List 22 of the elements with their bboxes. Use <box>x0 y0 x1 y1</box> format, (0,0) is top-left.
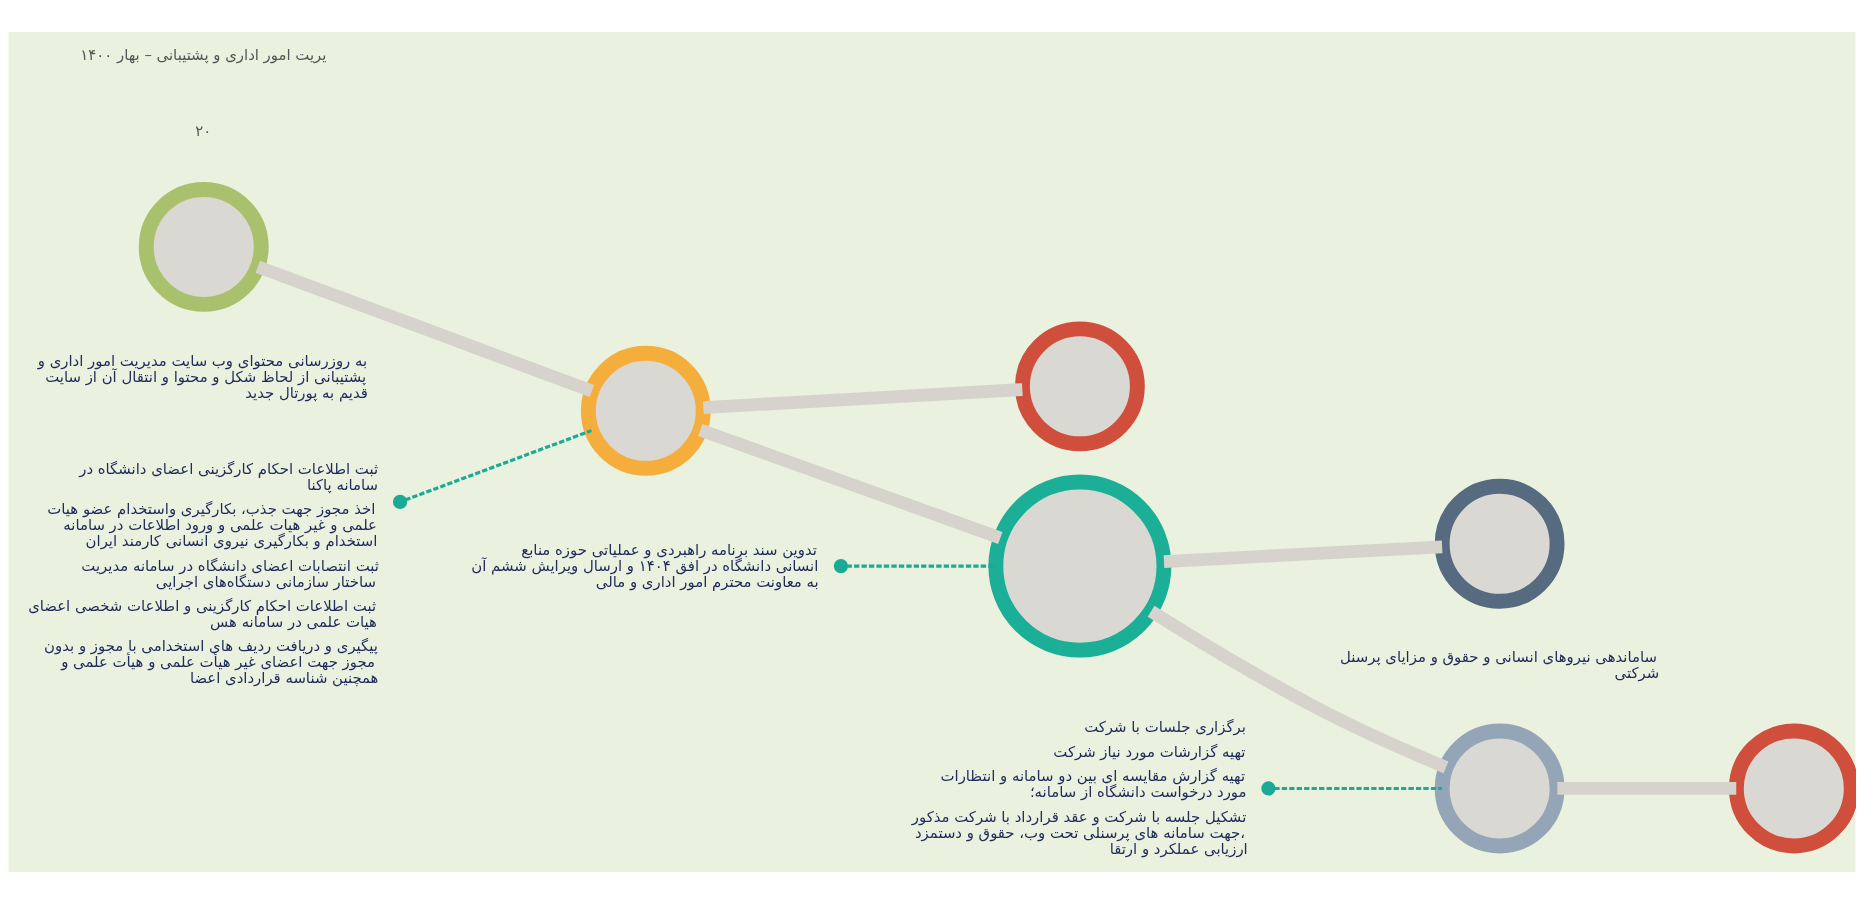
connector <box>1163 539 1443 568</box>
connector <box>1147 605 1449 773</box>
label: ۲۰ <box>195 121 212 140</box>
node-circle <box>580 345 711 476</box>
node-text: تدوین سند برنامه راهبردی و عملیاتی حوزه منابع انسانی دانشگاه در افق ۱۴۰۴ و ارسال ویرایش ششم آن به معاونت محترم امور اداری و مالی <box>471 540 819 591</box>
node-circle <box>138 181 269 312</box>
node-text: برگزاری جلسات با شرکت تهیه گزارشات مورد نیاز شرکت تهیه گزارش مقایسه ای بین دو سامانه و انتظارات مورد درخواست دانشگاه از سامانه؛ تشکیل جلسه با شرکت و عقد قرارداد با شرکت مذکور جهت سامانه های پرسنلی تحت وب، حقوق و دستمزد، ارزیابی عملکرد و ارتقا <box>911 717 1248 858</box>
connector <box>702 382 1023 414</box>
node-circle <box>1728 723 1856 853</box>
node-circle <box>1434 723 1565 853</box>
node-label: ساماندهی نیروهای انسانی و حقوق و مزایای پرسنل شرکتی <box>1340 647 1660 682</box>
connector <box>698 423 1003 544</box>
node-circle <box>1015 320 1145 451</box>
label: یریت امور اداری و پشتیبانی – بهار ۱۴۰۰ <box>80 45 327 64</box>
connector <box>392 428 592 509</box>
node-circle <box>988 474 1172 658</box>
node-text: ثبت اطلاعات احکام کارگزینی اعضای دانشگاه در سامانه پاکنا اخذ مجوز جهت جذب، بکارگیری واستخدام عضو هیات علمی و غیر هیات علمی و ورود اطلاعات در سامانه استخدام و بکارگیری نیروی انسانی کارمند ایران ثبت انتصابات اعضای دانشگاه در سامانه مدیریت ساختار سازمانی دستگاه‌های اجرایی ثبت اطلاعات احکام کارگزینی و اطلاعات شخصی اعضای هیات علمی در سامانه هس پیگیری و دریافت ردیف های استخدامی با مجوز و بدون مجوز جهت اعضای غیر هیأت علمی و هیأت علمی و همچنین شناسه قراردادی اعضا <box>28 459 379 687</box>
connector <box>1557 781 1737 795</box>
connector <box>1261 780 1442 796</box>
connector <box>255 260 595 397</box>
node-label: به روزرسانی محتوای وب سایت مدیریت امور اداری و پشتیبانی از لحاظ شکل و محتوا و انتقال آن از سایت قدیم به پورتال جدید <box>37 351 368 402</box>
node-circle <box>1434 478 1565 609</box>
